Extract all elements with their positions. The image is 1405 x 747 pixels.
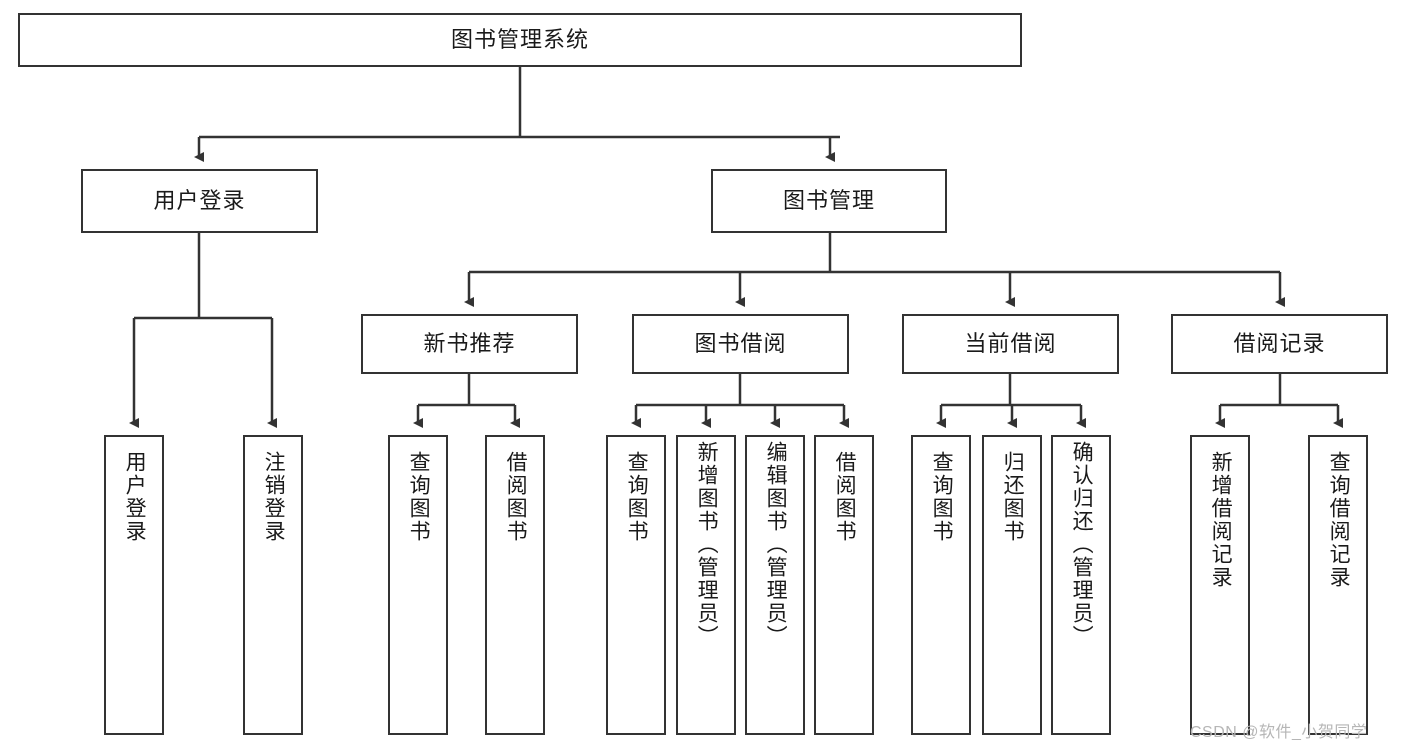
node-new-book-recommend-label: 新书推荐 <box>423 330 516 356</box>
node-book-manage-label: 图书管理 <box>782 187 875 213</box>
node-book-manage[interactable]: 图书管理 <box>711 169 947 233</box>
node-leaf-query-book-2[interactable]: 查询图书 <box>606 435 666 735</box>
node-leaf-logout-login-label: 注销登录 <box>262 451 286 543</box>
node-leaf-add-borrow-record-label: 新增借阅记录 <box>1209 451 1233 589</box>
node-borrow-record-label: 借阅记录 <box>1233 330 1326 356</box>
node-leaf-borrow-book-1[interactable]: 借阅图书 <box>485 435 545 735</box>
node-root-label: 图书管理系统 <box>450 26 589 52</box>
node-borrow-record[interactable]: 借阅记录 <box>1171 314 1388 374</box>
node-leaf-return-book[interactable]: 归还图书 <box>982 435 1042 735</box>
node-leaf-confirm-return-admin-label: 确认归还（管理员） <box>1070 441 1094 648</box>
node-leaf-borrow-book-1-label: 借阅图书 <box>504 451 528 543</box>
node-leaf-user-login[interactable]: 用户登录 <box>104 435 164 735</box>
node-leaf-query-book-2-label: 查询图书 <box>625 451 649 543</box>
node-book-borrow-label: 图书借阅 <box>694 330 787 356</box>
node-user-login-label: 用户登录 <box>153 187 246 213</box>
node-leaf-query-borrow-record[interactable]: 查询借阅记录 <box>1308 435 1368 735</box>
node-leaf-return-book-label: 归还图书 <box>1001 451 1025 543</box>
node-leaf-query-book-1[interactable]: 查询图书 <box>388 435 448 735</box>
node-leaf-confirm-return-admin[interactable]: 确认归还（管理员） <box>1051 435 1111 735</box>
node-leaf-edit-book-admin-label: 编辑图书（管理员） <box>764 441 788 648</box>
node-leaf-logout-login[interactable]: 注销登录 <box>243 435 303 735</box>
node-current-borrow[interactable]: 当前借阅 <box>902 314 1119 374</box>
node-leaf-user-login-label: 用户登录 <box>123 451 147 543</box>
node-leaf-edit-book-admin[interactable]: 编辑图书（管理员） <box>745 435 805 735</box>
node-leaf-query-book-3-label: 查询图书 <box>930 451 954 543</box>
node-leaf-borrow-book-2-label: 借阅图书 <box>833 451 857 543</box>
csdn-watermark: CSDN @软件_小贺同学 <box>1190 724 1368 741</box>
node-current-borrow-label: 当前借阅 <box>964 330 1057 356</box>
node-root[interactable]: 图书管理系统 <box>18 13 1022 67</box>
node-book-borrow[interactable]: 图书借阅 <box>632 314 849 374</box>
node-leaf-query-book-3[interactable]: 查询图书 <box>911 435 971 735</box>
node-user-login[interactable]: 用户登录 <box>81 169 318 233</box>
node-new-book-recommend[interactable]: 新书推荐 <box>361 314 578 374</box>
node-leaf-borrow-book-2[interactable]: 借阅图书 <box>814 435 874 735</box>
node-leaf-query-borrow-record-label: 查询借阅记录 <box>1327 451 1351 589</box>
node-leaf-add-book-admin-label: 新增图书（管理员） <box>695 441 719 648</box>
node-leaf-add-book-admin[interactable]: 新增图书（管理员） <box>676 435 736 735</box>
node-leaf-add-borrow-record[interactable]: 新增借阅记录 <box>1190 435 1250 735</box>
node-leaf-query-book-1-label: 查询图书 <box>407 451 431 543</box>
